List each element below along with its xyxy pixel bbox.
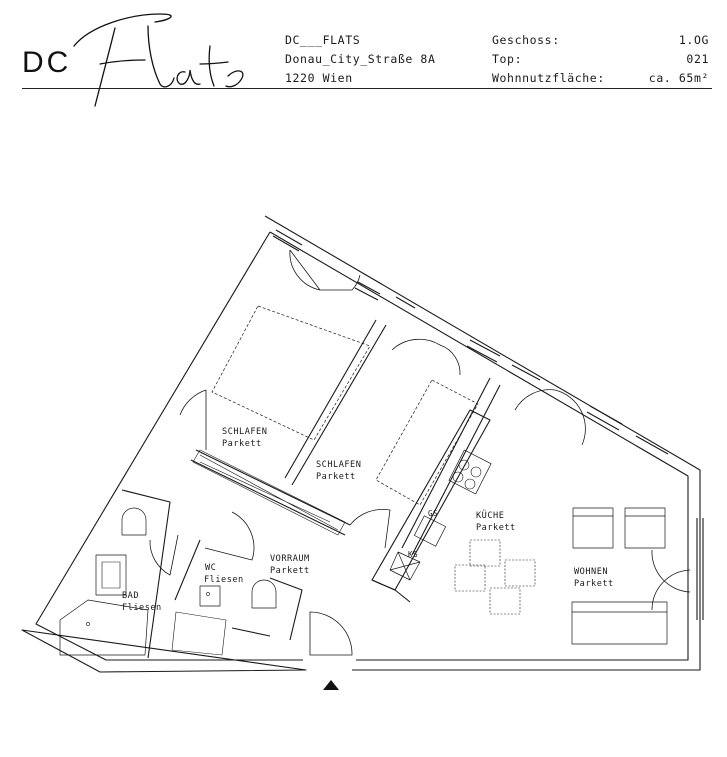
- outer-wall: [21, 215, 701, 673]
- floor-plan: SCHLAFEN Parkett SCHLAFEN Parkett KÜCHE …: [21, 215, 704, 690]
- window-5: [511, 364, 541, 381]
- door-bed2: [349, 509, 391, 549]
- window-3: [395, 296, 416, 309]
- kitchen-name: KÜCHE: [476, 510, 504, 521]
- address-block: DC___FLATS Donau_City_Straße 8A 1220 Wien: [285, 31, 435, 88]
- door-bed2-window: [391, 338, 461, 376]
- wardrobe: [192, 449, 346, 536]
- wc-name: WC: [205, 563, 216, 573]
- door-bed1: [179, 389, 207, 450]
- bed-2: [375, 379, 479, 506]
- logo-text: DC: [22, 46, 72, 79]
- hall-floor: Parkett: [270, 566, 310, 576]
- bedroom2-name: SCHLAFEN: [316, 460, 361, 470]
- bath-name: BAD: [122, 591, 139, 601]
- bath-sink: [95, 554, 127, 596]
- window-1: [272, 229, 303, 252]
- shower-tray: [171, 611, 227, 656]
- header: DC DC___FLATS Donau_City_Straße 8A 1220 Wi…: [0, 0, 727, 107]
- bed-1: [211, 305, 371, 441]
- meta-labels: Geschoss: Top: Wohnnutzfläche:: [492, 31, 605, 88]
- area-label: Wohnnutzfläche:: [492, 71, 605, 85]
- kitchen-counter: [371, 409, 491, 591]
- wall-bed2-kitchen: [401, 377, 501, 556]
- bedroom1-name: SCHLAFEN: [222, 427, 267, 437]
- sofa-top: [572, 507, 666, 549]
- street-address: Donau_City_Straße 8A: [285, 52, 436, 66]
- city: 1220 Wien: [285, 71, 353, 85]
- wall-corridor: [190, 449, 351, 536]
- stove-burner: [458, 459, 470, 471]
- flats-script-logo: [73, 13, 244, 107]
- unit-label: Top:: [492, 52, 523, 66]
- door-living-window: [514, 389, 586, 446]
- window-right: [696, 518, 704, 620]
- wall-bath: [121, 489, 271, 659]
- bedroom1-floor: Parkett: [222, 439, 262, 449]
- window-6: [586, 405, 623, 431]
- toilet-bath: [121, 507, 147, 536]
- dishwasher-label: GS: [428, 509, 438, 518]
- living-name: WOHNEN: [574, 567, 608, 577]
- dining-table: [454, 539, 536, 615]
- floor-value: 1.OG: [678, 33, 709, 47]
- wall-bed1-bed2: [284, 319, 387, 486]
- inner-wall-line: [35, 231, 689, 661]
- stove-burner: [452, 471, 464, 483]
- stove-burner: [470, 466, 482, 478]
- kitchen-counter-bottom: [371, 579, 411, 603]
- area-value: ca. 65m²: [648, 71, 709, 85]
- door-bed1-window: [289, 249, 361, 291]
- bedroom2-floor: Parkett: [316, 472, 356, 482]
- meta-values: 1.OG 021 ca. 65m²: [649, 31, 709, 88]
- door-living: [651, 549, 691, 611]
- unit-value: 021: [686, 52, 709, 66]
- floor-label: Geschoss:: [492, 33, 560, 47]
- sink-kitchen: [413, 515, 447, 547]
- project-name: DC___FLATS: [285, 33, 361, 47]
- bathtub: [59, 599, 149, 656]
- wc-floor: Fliesen: [204, 575, 244, 585]
- bath-sink-basin: [101, 561, 121, 589]
- fridge-label: KS: [408, 550, 418, 559]
- fridge-box: [389, 551, 421, 581]
- door-wc: [204, 511, 255, 561]
- window-4: [466, 339, 501, 363]
- hall-name: VORRAUM: [270, 554, 310, 564]
- door-entrance: [309, 611, 353, 656]
- kitchen-floor: Parkett: [476, 523, 516, 533]
- wc-sink: [199, 585, 221, 607]
- door-bath: [149, 534, 179, 576]
- window-2: [354, 281, 381, 301]
- bath-floor: Fliesen: [122, 603, 162, 613]
- living-floor: Parkett: [574, 579, 614, 589]
- wc-sink-tap: [206, 592, 210, 596]
- wall-hall-lower: [269, 577, 303, 641]
- stove: [448, 449, 492, 495]
- toilet-wc: [251, 579, 277, 609]
- bath-drain: [86, 622, 90, 626]
- sofa-bottom: [571, 601, 668, 645]
- entrance-arrow-icon: [323, 680, 339, 690]
- header-rule: [22, 88, 712, 89]
- window-7: [635, 435, 669, 455]
- stove-burner: [464, 478, 476, 490]
